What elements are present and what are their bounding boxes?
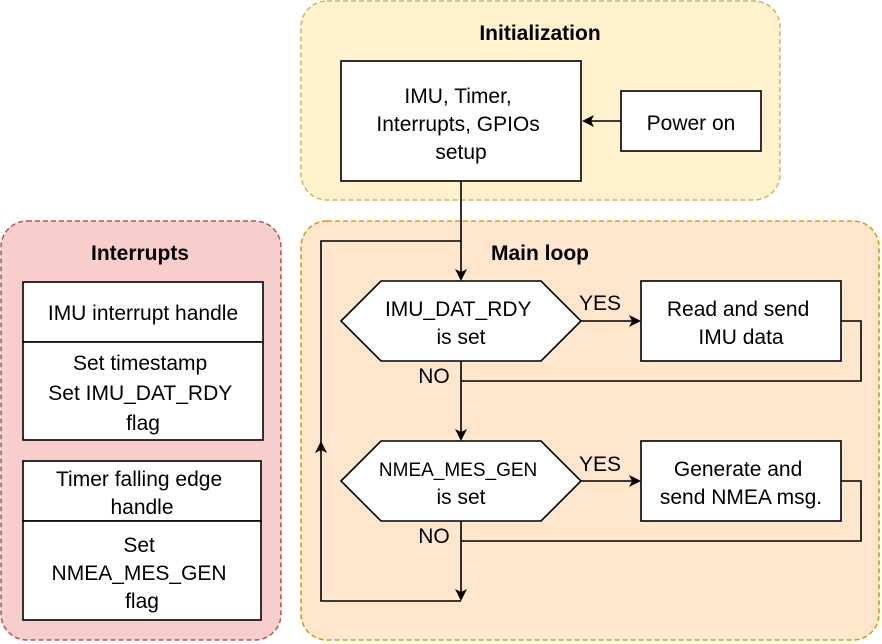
imu-handle-box: [22, 281, 264, 343]
timer-handle-label: Timer falling edge handle: [56, 468, 228, 519]
imu-check-decision: [339, 280, 583, 362]
edge-loop-back: [315, 441, 461, 602]
read-send-label: Read and send IMU data: [667, 298, 815, 349]
edge-label-no-1: NO: [418, 365, 450, 388]
edge-loop-top: [320, 240, 461, 443]
imu-check-label: IMU_DAT_RDY is set: [385, 298, 537, 349]
generate-send-label: Generate and send NMEA msg.: [660, 458, 822, 509]
read-send-box: [640, 280, 842, 362]
edge-read-send-return: [461, 320, 862, 382]
nmea-check-label: NMEA_MES_GEN is set: [379, 458, 543, 509]
power-on-label: Power on: [647, 112, 736, 135]
edge-label-no-2: NO: [418, 525, 450, 548]
nmea-check-decision: [339, 440, 583, 522]
interrupts-title: Interrupts: [91, 242, 189, 265]
imu-handle-label: IMU interrupt handle: [48, 302, 238, 325]
imu-handle-body-box: [22, 341, 264, 441]
power-on-box: [620, 90, 762, 152]
edge-label-yes-2: YES: [579, 453, 621, 476]
initialization-title: Initialization: [479, 22, 600, 45]
timer-handle-body-box: [22, 520, 262, 621]
setup-label: IMU, Timer, Interrupts, GPIOs setup: [376, 85, 545, 164]
timer-handle-body-label: Set NMEA_MES_GEN flag: [52, 534, 233, 613]
generate-send-box: [640, 440, 842, 522]
timer-handle-box: [22, 460, 262, 522]
main-loop-title: Main loop: [491, 242, 589, 265]
imu-handle-body-label: Set timestamp Set IMU_DAT_RDY flag: [48, 352, 237, 435]
edge-label-yes-1: YES: [579, 292, 621, 315]
edge-generate-send-return: [461, 480, 862, 542]
